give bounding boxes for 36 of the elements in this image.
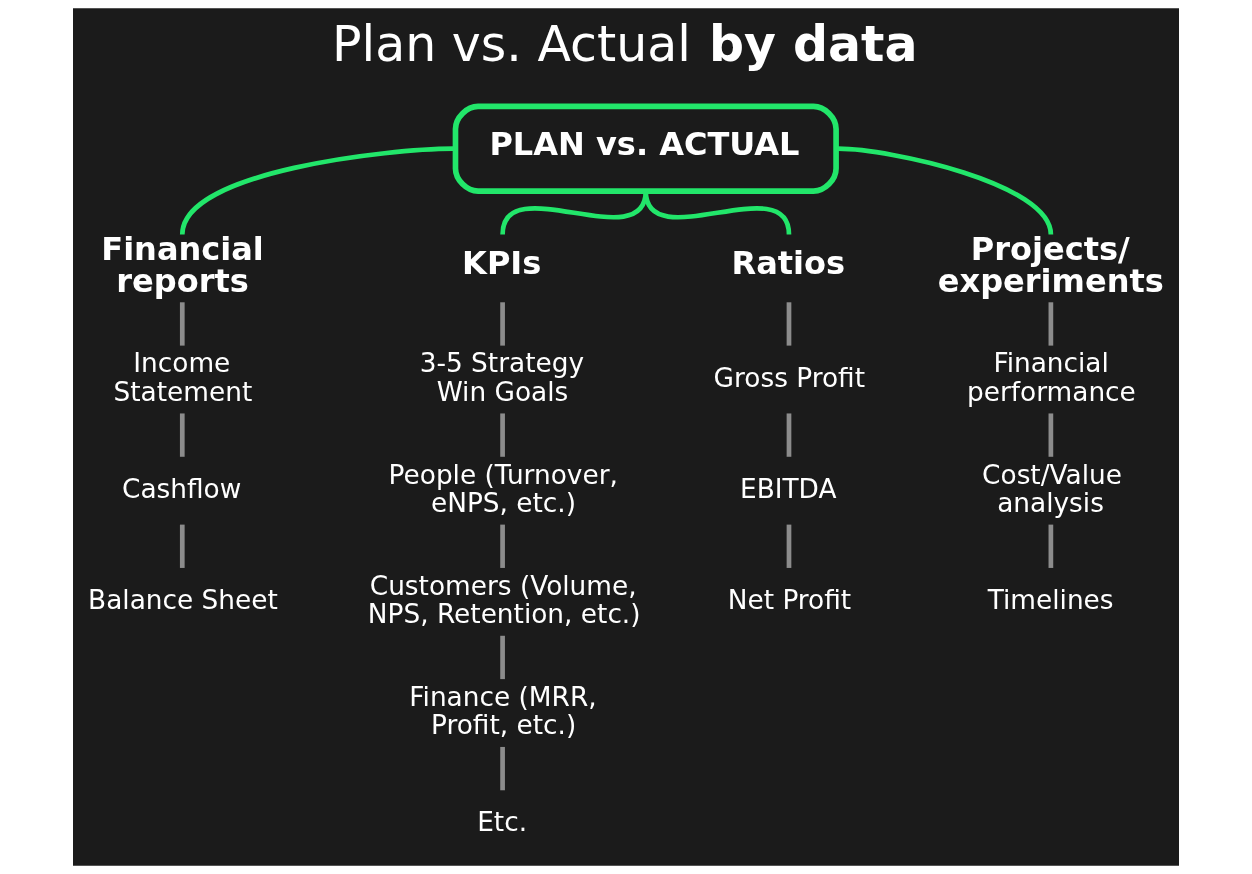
node-text: Customers (Volume, NPS, Retention, etc.): [367, 570, 641, 629]
node-text: Finance (MRR, Profit, etc.): [409, 681, 597, 741]
connector: [500, 746, 505, 791]
node-text: Gross Profit: [713, 362, 866, 393]
connector: [500, 302, 505, 346]
connector: [1048, 302, 1054, 346]
connector: [500, 635, 505, 680]
node-text: Income Statement: [113, 348, 253, 407]
connector: [786, 524, 792, 568]
connector: [500, 413, 505, 457]
node-text: Timelines: [987, 584, 1114, 615]
node-box: PLAN vs. ACTUAL: [452, 103, 839, 194]
node-text: Balance Sheet: [88, 584, 278, 615]
connector: [837, 146, 1054, 236]
node-text: Cost/Value analysis: [982, 459, 1122, 518]
node-text: 3-5 Strategy Win Goals: [419, 348, 585, 407]
connector: [500, 524, 505, 568]
node-text: Financial reports: [101, 230, 264, 301]
connector: [180, 146, 454, 236]
connector: [179, 413, 185, 457]
node-text: EBITDA: [739, 473, 837, 504]
node-text: KPIs: [462, 244, 542, 283]
diagram-title: Plan vs. Actual by data: [332, 15, 918, 73]
node-text: People (Turnover, eNPS, etc.): [388, 459, 618, 518]
node-text: Etc.: [477, 807, 528, 838]
connector: [179, 302, 185, 346]
node-text: Ratios: [731, 244, 846, 283]
connector: [179, 524, 185, 568]
connector: [786, 302, 792, 346]
node-text: Projects/ experiments: [937, 230, 1164, 301]
node-text: Net Profit: [727, 584, 852, 615]
connector: [1048, 413, 1054, 457]
node-text: Financial performance: [967, 348, 1136, 407]
connector: [786, 413, 792, 457]
connector: [1048, 524, 1054, 568]
node-text: Cashflow: [121, 473, 242, 504]
